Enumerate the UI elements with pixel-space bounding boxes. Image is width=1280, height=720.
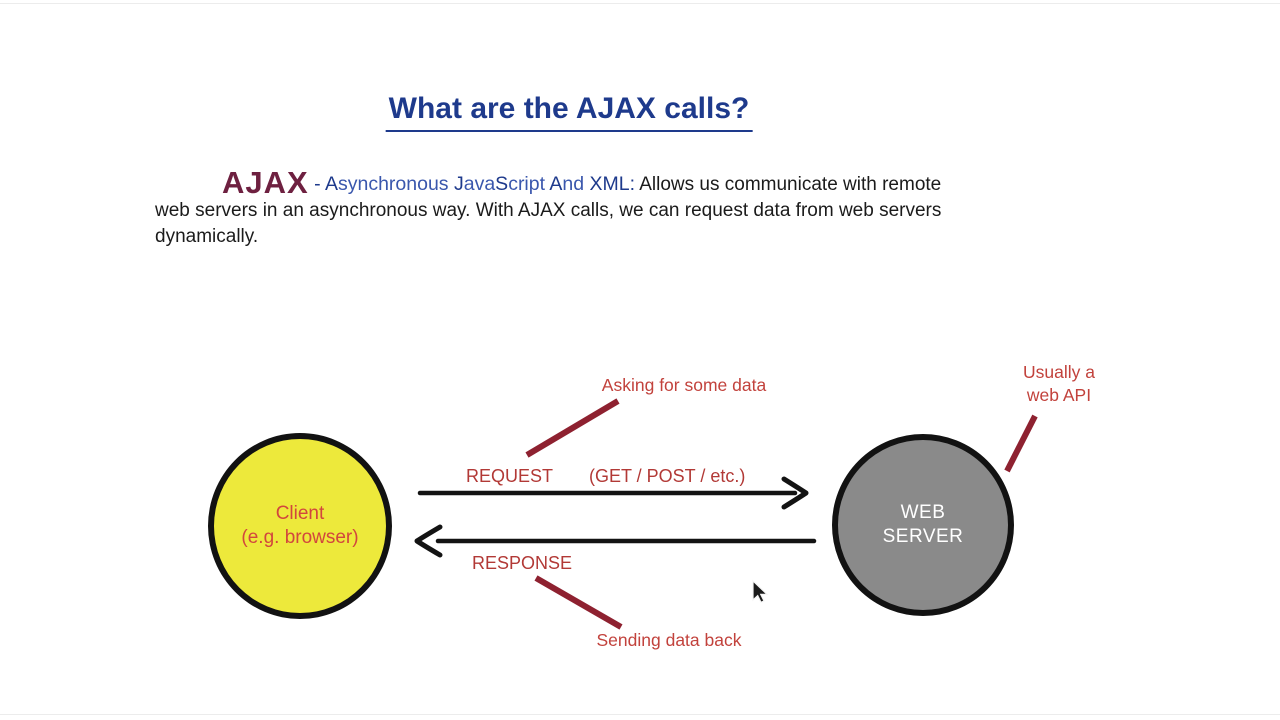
expansion-seg-2: J [453,173,464,195]
server-annotation-line [1004,414,1038,473]
sending-annotation-line [534,575,623,630]
expansion-seg-5: cript [508,173,550,195]
request-method-note: (GET / POST / etc.) [589,466,746,486]
expansion-seg-8: XML: [589,173,636,195]
asking-annotation-line [525,398,620,458]
expansion-seg-7: nd [562,173,590,195]
diagram-canvas [414,398,1038,630]
expansion-seg-1: synchronous [337,173,454,195]
response-label: RESPONSE [472,553,573,573]
request-label: REQUEST [466,466,554,486]
server-label-line1: WEB [900,502,946,523]
slide-edge-top [0,3,1280,4]
response-annotation: Sending data back [596,630,742,650]
slide-edge-bottom [0,714,1280,715]
server-annotation-line1: Usually a [1023,362,1095,382]
mouse-cursor-icon [752,579,769,604]
client-label-line2: (e.g. browser) [241,527,359,548]
expansion-seg-0: A [324,173,338,195]
client-node: Client (e.g. browser) [208,433,392,619]
response-arrowhead-icon [414,524,443,558]
server-annotation: Usually a web API [1023,361,1095,407]
request-annotation: Asking for some data [601,375,767,395]
expansion-seg-4: S [495,173,509,195]
definition-paragraph: AJAX - Asynchronous JavaScript And XML: … [155,167,960,250]
server-annotation-line2: web API [1026,385,1092,405]
definition-body: Allows us communicate with remote web se… [155,174,942,247]
server-label-line2: SERVER [882,526,964,547]
request-arrowhead-icon [781,476,809,510]
ajax-term: AJAX [222,165,309,200]
expansion-seg-3: ava [463,173,496,195]
expansion-seg-6: A [549,173,563,195]
client-label-line1: Client [275,503,325,524]
server-node: WEB SERVER [832,434,1014,616]
ajax-separator: - [308,173,325,195]
slide-title: What are the AJAX calls? [385,92,753,132]
